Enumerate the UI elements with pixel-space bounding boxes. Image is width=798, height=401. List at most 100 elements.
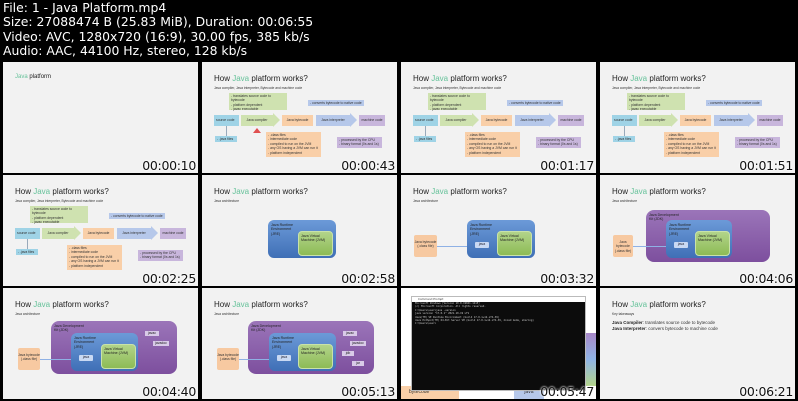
jre-box: Java Runtime Environment (JRE) java Java…: [666, 220, 732, 258]
console-line: (c) Microsoft Corporation. All rights re…: [415, 305, 486, 309]
video-info: Video: AVC, 1280x720 (16:9), 30.00 fps, …: [3, 28, 310, 44]
slide-subtitle: Java architecture: [612, 199, 638, 203]
tool-javac: javac: [343, 331, 357, 336]
compiler-definition: : translates source code to bytecode: [642, 320, 716, 325]
tool-javac: javac: [145, 331, 159, 336]
jre-box: Java Runtime Environment (JRE) java Java…: [269, 333, 336, 371]
machine-notes: - processed by the CPU- binary format (0…: [735, 137, 780, 148]
slide-subtitle: Java compiler, Java interpreter, Bytecod…: [214, 86, 303, 90]
jvm-box: Java Virtual Machine (JVM): [695, 231, 730, 256]
jvm-box: Java Virtual Machine (JVM): [298, 231, 333, 256]
thumbnail-9[interactable]: How Java platform works? Java architectu…: [3, 288, 198, 399]
machine-notes: - processed by the CPU- binary format (0…: [536, 137, 581, 148]
connector-line: [27, 239, 28, 249]
timestamp: 00:05:47: [540, 384, 594, 399]
connector-line: [425, 126, 426, 136]
jvm-box: Java Virtual Machine (JVM): [497, 231, 532, 256]
jdk-label: Java Development Kit (JDK): [251, 324, 281, 333]
java-command: java: [79, 355, 93, 361]
bytecode-notes: - .class files- intermediate code- compi…: [465, 132, 520, 157]
thumbnail-3[interactable]: How Java platform works? Java compiler, …: [401, 62, 596, 173]
slide-title: How Java platform works?: [612, 187, 706, 196]
bytecode-file: Java bytecode (.class file): [18, 348, 40, 370]
flow-line: [40, 359, 73, 360]
slide-title: How Java platform works?: [612, 74, 706, 83]
slide-subtitle: Java architecture: [413, 199, 439, 203]
thumbnail-10[interactable]: How Java platform works? Java architectu…: [202, 288, 397, 399]
tool-javadoc: javadoc: [153, 341, 169, 346]
interpreter-term: Java Interpreter: [612, 326, 646, 331]
machine-notes: - processed by the CPU- binary format (0…: [337, 137, 382, 148]
interpreter-note: - converts bytecode to native code: [308, 100, 364, 106]
window-title-bar: Command Prompt: [412, 297, 585, 302]
arrow-compiler: [671, 113, 678, 127]
command-prompt-window[interactable]: Command Prompt Microsoft Windows [Versio…: [411, 296, 586, 391]
interpreter-note: - converts bytecode to native code: [109, 213, 165, 219]
compiler-notes: - translates source code to bytecode- pl…: [229, 93, 287, 111]
tool-javadoc: javadoc: [350, 341, 366, 346]
jvm-box: Java Virtual Machine (JVM): [101, 344, 136, 369]
thumbnail-11[interactable]: bytecode java Command Prompt Microsoft W…: [401, 288, 596, 399]
source-code-box: source code: [612, 115, 637, 126]
file-name: File: 1 - Java Platform.mp4: [3, 0, 167, 15]
console-line: Java HotSpot(TM) 64-Bit Server VM (build…: [415, 319, 534, 323]
compiler-notes: - translates source code to bytecode- pl…: [627, 93, 685, 111]
slide-title: How Java platform works?: [612, 300, 706, 309]
java-command: java: [674, 242, 688, 248]
slide-title: How Java platform works?: [214, 187, 308, 196]
slide-title: How Java platform works?: [15, 300, 109, 309]
arrow-compiler: [74, 226, 81, 240]
machine-code-box: machine code: [160, 228, 186, 239]
bytecode-file: Java bytecode (.class file): [217, 348, 239, 370]
jre-label: Java Runtime Environment (JRE): [669, 223, 691, 236]
thumbnail-6[interactable]: How Java platform works? Java architectu…: [202, 175, 397, 286]
jdk-label: Java Development Kit (JDK): [54, 324, 84, 333]
timestamp: 00:04:40: [142, 384, 196, 399]
file-size-duration: Size: 27088474 B (25.83 MiB), Duration: …: [3, 14, 314, 30]
interpreter-note: - converts bytecode to native code: [706, 100, 762, 106]
flow-line: [633, 246, 668, 247]
thumbnail-7[interactable]: How Java platform works? Java architectu…: [401, 175, 596, 286]
jre-label: Java Runtime Environment (JRE): [272, 336, 294, 349]
source-code-box: source code: [214, 115, 239, 126]
slide-subtitle: Java architecture: [214, 199, 240, 203]
machine-code-box: machine code: [558, 115, 584, 126]
slide-title: How Java platform works?: [214, 74, 308, 83]
java-interpreter-box: Java interpreter: [316, 115, 350, 126]
java-compiler-box: Java compiler: [440, 115, 472, 126]
arrow-compiler: [472, 113, 479, 127]
java-command: java: [475, 242, 489, 248]
timestamp: 00:02:58: [341, 271, 395, 286]
slide-subtitle: Java compiler, Java interpreter, Bytecod…: [15, 199, 104, 203]
bytecode-notes: - .class files- intermediate code- compi…: [664, 132, 719, 157]
thumbnail-12[interactable]: How Java platform works? Key takeaways J…: [600, 288, 795, 399]
slide-subtitle: Java compiler, Java interpreter, Bytecod…: [612, 86, 701, 90]
arrow-interpreter: [748, 113, 755, 127]
slide-subtitle: Key takeaways: [612, 312, 635, 316]
jre-box: Java Runtime Environment (JRE) java Java…: [71, 333, 138, 371]
jre-label: Java Runtime Environment (JRE): [470, 223, 492, 236]
connector-line: [624, 126, 625, 136]
java-files-note: - .java files: [414, 136, 436, 142]
jre-label: Java Runtime Environment (JRE): [74, 336, 96, 349]
java-bytecode-box: Java bytecode: [481, 115, 512, 126]
timestamp: 00:00:10: [142, 158, 196, 173]
java-interpreter-box: Java interpreter: [515, 115, 549, 126]
thumbnail-5[interactable]: How Java platform works? Java compiler, …: [3, 175, 198, 286]
java-interpreter-box: Java interpreter: [714, 115, 748, 126]
jre-box: Java Runtime Environment (JRE) Java Virt…: [268, 220, 336, 258]
up-arrow-icon: [253, 128, 261, 133]
tool-jar: jar: [352, 361, 364, 366]
arrow-compiler: [273, 113, 280, 127]
thumbnail-2[interactable]: How Java platform works? Java compiler, …: [202, 62, 397, 173]
thumbnail-8[interactable]: How Java platform works? Java architectu…: [600, 175, 795, 286]
thumbnail-4[interactable]: How Java platform works? Java compiler, …: [600, 62, 795, 173]
console-line: Java(TM) SE Runtime Environment (build 1…: [415, 315, 500, 319]
source-code-box: source code: [413, 115, 438, 126]
java-files-note: - .java files: [215, 136, 237, 142]
jvm-label: Java Virtual Machine (JVM): [500, 234, 525, 243]
thumbnail-1[interactable]: Java platform 00:00:10: [3, 62, 198, 173]
compiler-term: Java Compiler: [612, 320, 643, 325]
slide-title: How Java platform works?: [214, 300, 308, 309]
